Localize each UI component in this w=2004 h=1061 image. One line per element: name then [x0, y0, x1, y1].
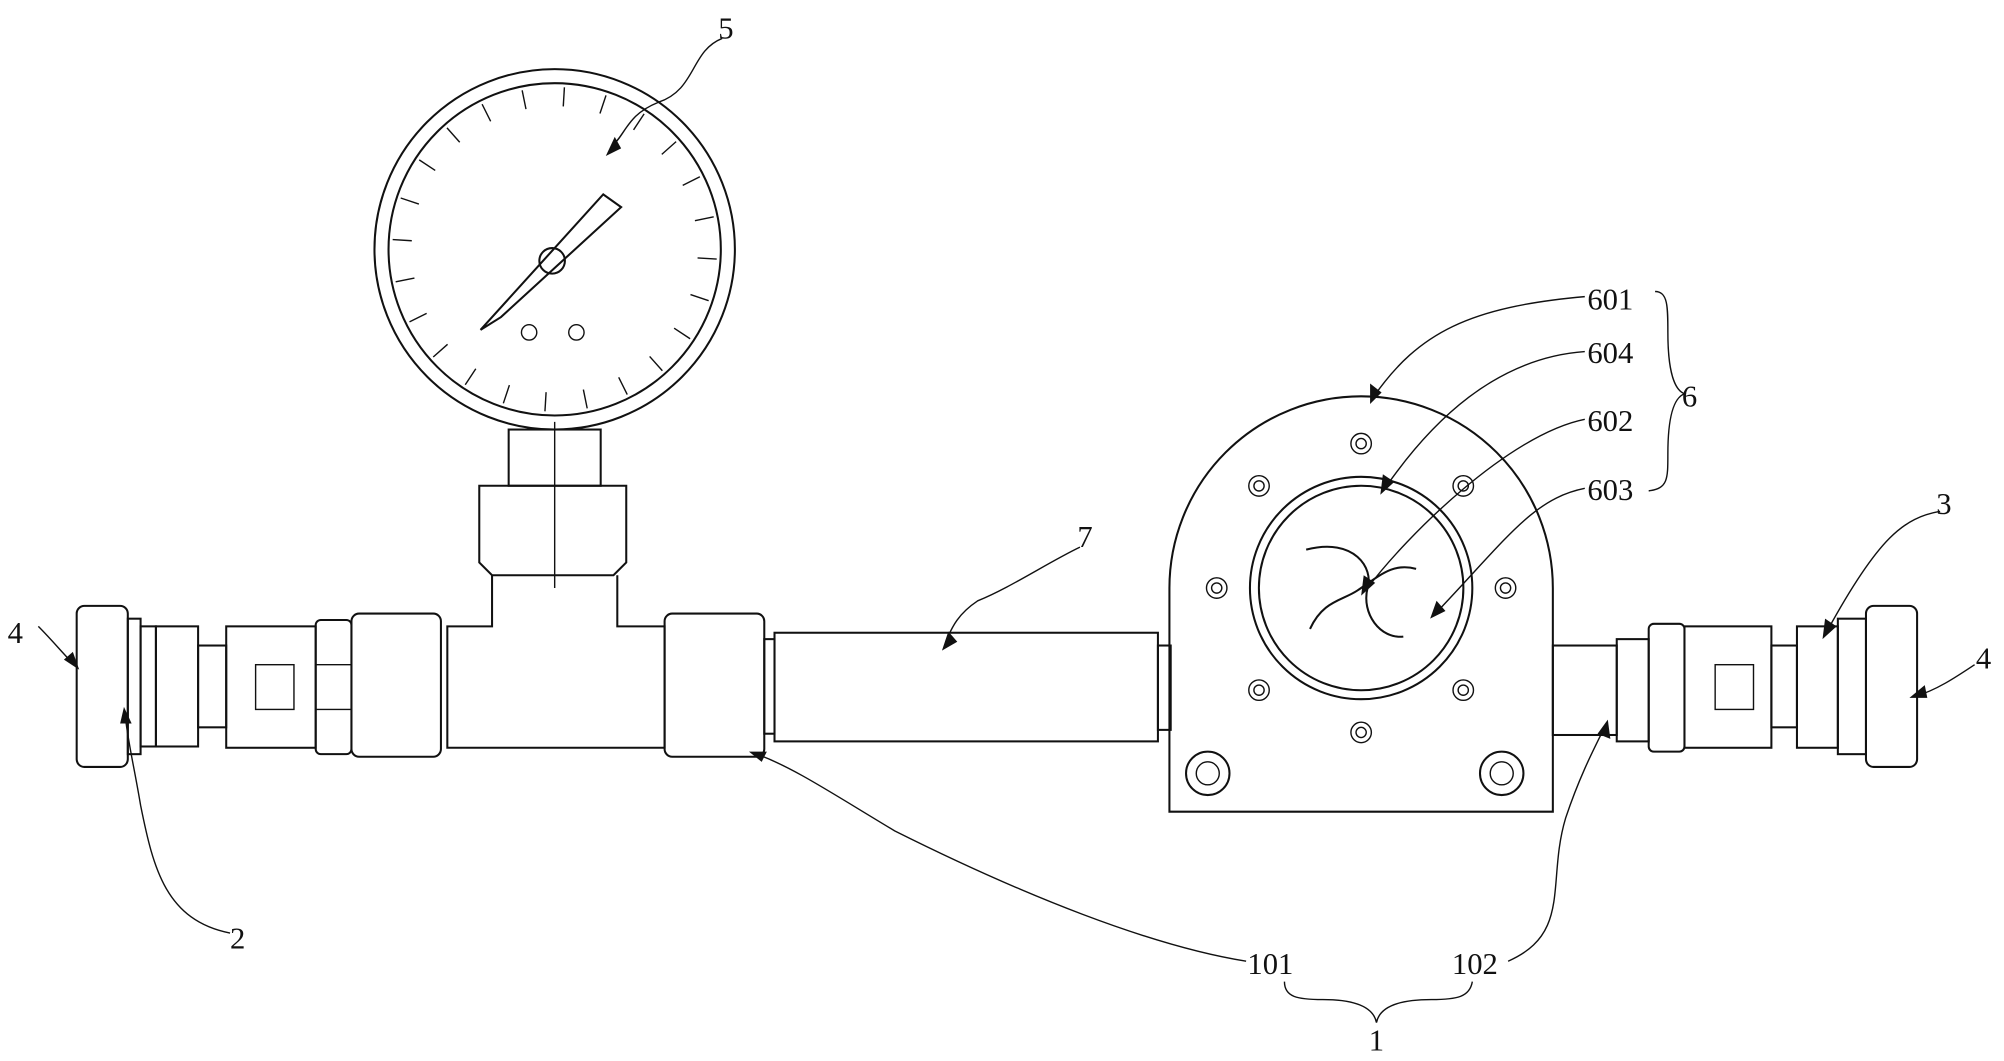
label-pipe-assembly: 1 — [1369, 1024, 1384, 1058]
label-left-cap: 4 — [8, 616, 23, 650]
bolt — [1350, 432, 1373, 455]
gauge-tick — [400, 197, 420, 205]
bolt — [1350, 721, 1373, 744]
bolt — [1452, 474, 1475, 497]
gauge-tick — [690, 293, 709, 302]
gauge-tick — [632, 113, 645, 131]
gauge-tick — [697, 257, 717, 260]
label-left-coupling: 2 — [230, 921, 245, 955]
gauge-tick — [673, 327, 691, 340]
label-inlet-section: 101 — [1247, 947, 1293, 981]
bolt — [1248, 474, 1270, 497]
label-flow-indicator: 6 — [1682, 380, 1697, 414]
label-chamber: 603 — [1587, 473, 1633, 507]
label-impeller: 602 — [1587, 404, 1633, 438]
label-body-cover: 601 — [1587, 282, 1633, 316]
label-outlet-section: 102 — [1452, 947, 1498, 981]
pressure-gauge — [373, 68, 736, 589]
label-right-coupling: 3 — [1936, 487, 1951, 521]
label-window: 604 — [1587, 336, 1633, 370]
gauge-tick — [544, 392, 547, 412]
tee-fitting — [446, 575, 666, 749]
gauge-tick — [694, 216, 714, 222]
label-pipe: 7 — [1077, 520, 1092, 554]
reference-labels: 5 601 604 602 603 6 7 3 4 4 2 101 102 1 — [8, 11, 1992, 1057]
gauge-tick — [464, 368, 477, 386]
pipe — [773, 631, 1159, 743]
gauge-tick — [582, 389, 588, 409]
gauge-tick — [521, 90, 527, 110]
gauge-tick — [392, 238, 412, 242]
gauge-tick — [502, 384, 511, 404]
bolt — [1452, 679, 1475, 702]
gauge-tick — [395, 277, 415, 283]
gauge-tick — [599, 95, 607, 114]
gauge-tick — [409, 312, 427, 323]
label-gauge: 5 — [718, 11, 733, 45]
gauge-tick — [481, 103, 492, 122]
bolt — [1248, 679, 1270, 702]
gauge-tick — [661, 141, 677, 155]
gauge-tick — [446, 127, 461, 143]
bolt — [1205, 577, 1228, 599]
leader-lines — [37, 37, 1975, 1023]
gauge-tick — [649, 355, 663, 372]
label-right-cap: 4 — [1976, 642, 1991, 676]
gauge-tick — [618, 377, 628, 395]
gauge-tick — [418, 159, 436, 172]
gauge-tick — [562, 87, 566, 107]
arrowheads — [63, 136, 1928, 762]
flow-indicator-body — [1168, 395, 1554, 813]
bolt — [1494, 577, 1517, 599]
left-coupling-assembly — [75, 604, 776, 768]
gauge-tick — [682, 176, 701, 186]
right-coupling-assembly — [1551, 604, 1919, 768]
gauge-tick — [432, 343, 449, 358]
